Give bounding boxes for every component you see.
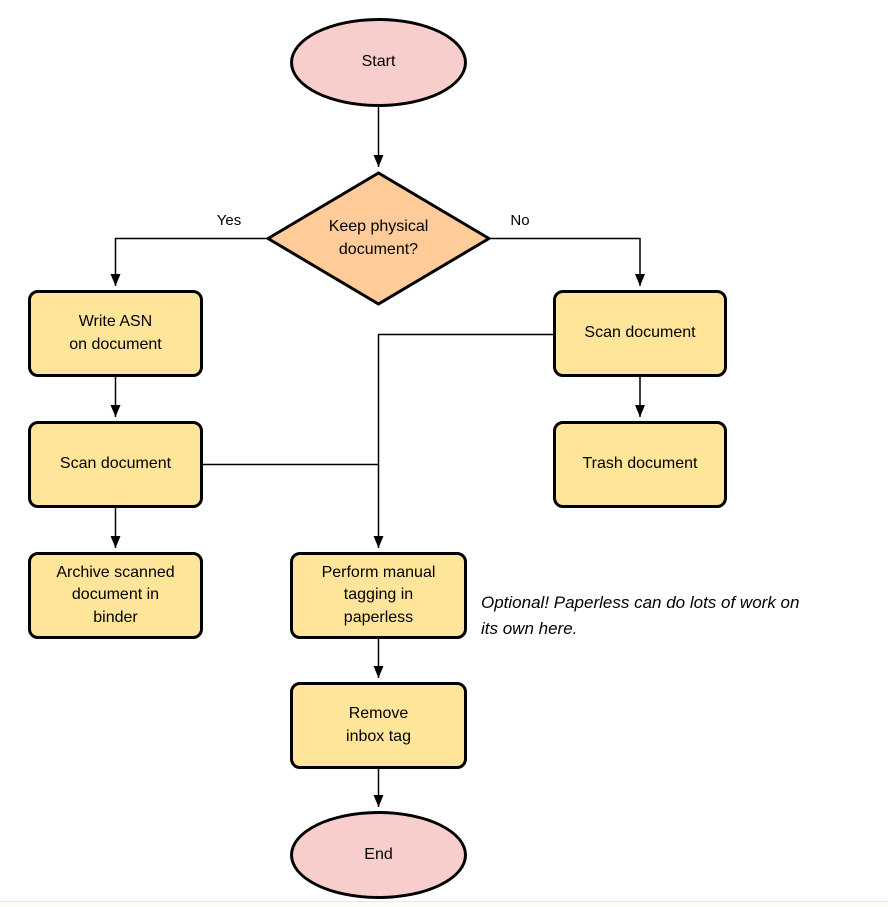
archive-document-label: Archive scanned document in binder bbox=[56, 563, 175, 626]
edge-decision-yes-to-write-asn bbox=[110, 237, 266, 286]
canvas-bottom-edge bbox=[0, 901, 888, 907]
end-label: End bbox=[364, 845, 393, 863]
trash-document-node: Trash document bbox=[553, 421, 727, 508]
write-asn-label: Write ASN on document bbox=[69, 313, 162, 353]
remove-inbox-tag-node: Remove inbox tag bbox=[290, 682, 467, 769]
scan-document-left-label: Scan document bbox=[59, 455, 172, 473]
diamond-shape bbox=[266, 171, 491, 306]
start-node: Start bbox=[290, 18, 467, 107]
remove-inbox-tag-label: Remove inbox tag bbox=[346, 705, 411, 745]
start-label: Start bbox=[361, 53, 396, 71]
edge-label-yes: Yes bbox=[216, 212, 242, 229]
edge-decision-no-to-scan-right bbox=[491, 237, 645, 286]
scan-document-left-node: Scan document bbox=[28, 421, 203, 508]
trash-document-label: Trash document bbox=[582, 455, 698, 473]
end-node: End bbox=[290, 811, 467, 899]
write-asn-node: Write ASN on document bbox=[28, 290, 203, 377]
manual-tagging-node: Perform manual tagging in paperless bbox=[290, 552, 467, 639]
edge-scan-right-to-tagging bbox=[373, 333, 553, 548]
decision-label: Keep physical document? bbox=[328, 218, 429, 258]
archive-document-node: Archive scanned document in binder bbox=[28, 552, 203, 639]
edge-label-no: No bbox=[510, 212, 530, 229]
scan-document-right-label: Scan document bbox=[584, 324, 696, 342]
decision-node: Keep physical document? bbox=[266, 171, 491, 306]
manual-tagging-label: Perform manual tagging in paperless bbox=[321, 563, 436, 626]
scan-document-right-node: Scan document bbox=[553, 290, 727, 377]
optional-annotation: Optional! Paperless can do lots of work … bbox=[481, 593, 800, 639]
